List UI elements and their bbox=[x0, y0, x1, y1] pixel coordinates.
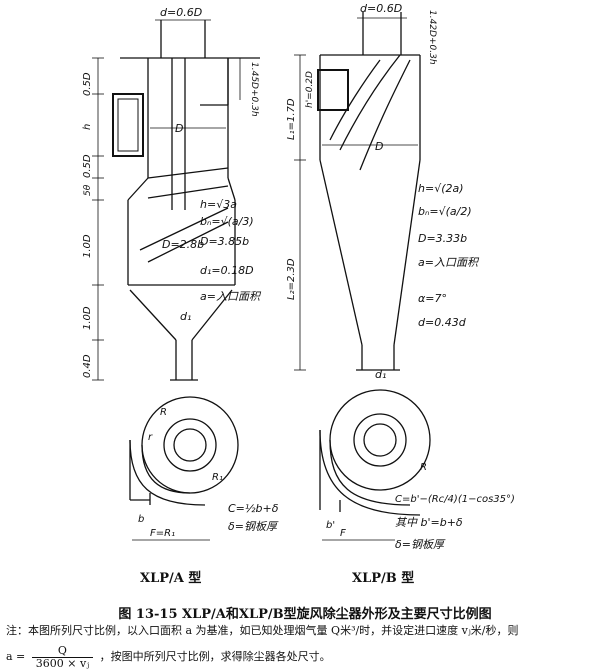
xlp-a-formula-4: a=入口面积 bbox=[200, 290, 262, 303]
formula-numerator: Q bbox=[31, 645, 94, 658]
xlp-a-plan bbox=[129, 396, 239, 541]
xlp-a-formula-1: bₙ=√(a/3) bbox=[200, 215, 254, 228]
xlp-b-d-small: d=0.43d bbox=[418, 316, 467, 329]
xlp-b-formula-0: h=√(2a) bbox=[418, 182, 464, 195]
xlp-a-plan-R: R bbox=[160, 407, 167, 418]
formula-denominator: 3600 × vⱼ bbox=[35, 656, 90, 670]
xlp-b-formula-2: D=3.33b bbox=[418, 232, 467, 245]
xlp-b-plan-formula-0: C=b'−(Rc/4)(1−cos35°) bbox=[395, 494, 515, 505]
xlp-a-dim-0: 0.5D bbox=[82, 72, 93, 96]
xlp-b-inlet-dim: 1.42D+0.3h bbox=[427, 10, 437, 65]
xlp-b-D-label: D bbox=[375, 140, 383, 153]
xlp-b-L2: L₂=2.3D bbox=[286, 258, 297, 300]
formula-lhs: a = bbox=[6, 650, 26, 664]
xlp-a-inlet-dim: 1.45D+0.3h bbox=[249, 62, 259, 117]
xlp-a-formula-0: h=√3a bbox=[200, 198, 237, 211]
xlp-b-plan-R: R bbox=[420, 462, 427, 473]
xlp-a-plan-formula-1: δ=钢板厚 bbox=[228, 520, 279, 533]
xlp-a-top-dim: d=0.6D bbox=[160, 6, 202, 19]
figure-note-line2-wrap: a = Q 3600 × vⱼ ，按图中所列尺寸比例，求得除尘器各处尺寸。 bbox=[6, 645, 606, 669]
xlp-a-plan-b: b bbox=[138, 514, 144, 525]
xlp-a-formula-2: D=3.85b bbox=[200, 235, 249, 248]
xlp-b-top-dim: d=0.6D bbox=[360, 2, 402, 15]
xlp-a-plan-r: r bbox=[148, 432, 153, 443]
xlp-a-D-label: D bbox=[175, 122, 183, 135]
xlp-b-L1: L₁=1.7D bbox=[286, 98, 297, 140]
xlp-b-h-dim: h'=0.2D bbox=[305, 71, 315, 108]
xlp-a-dim-4: 1.0D bbox=[82, 234, 93, 258]
xlp-a-plan-F: F=R₁ bbox=[150, 528, 175, 539]
xlp-b-formula-3: a=入口面积 bbox=[418, 256, 480, 269]
xlp-a-elevation bbox=[92, 19, 260, 381]
xlp-b-plan-F: F bbox=[340, 528, 346, 539]
xlp-a-dim-6: 0.4D bbox=[82, 354, 93, 378]
xlp-b-plan-b: b' bbox=[326, 520, 335, 531]
xlp-a-dim-2: 0.5D bbox=[82, 154, 93, 178]
figure-caption: 图 13-15 XLP/A和XLP/B型旋风除尘器外形及主要尺寸比例图 bbox=[118, 607, 492, 622]
xlp-b-type-label: XLP/B 型 bbox=[352, 570, 414, 586]
figure-note-line2: ，按图中所列尺寸比例，求得除尘器各处尺寸。 bbox=[99, 650, 331, 664]
xlp-a-plan-formula-0: C=½b+δ bbox=[228, 502, 279, 515]
xlp-a-d1: d₁ bbox=[180, 310, 191, 323]
xlp-b-d1: d₁ bbox=[375, 368, 386, 381]
xlp-a-dim-3: 5θ bbox=[83, 184, 93, 196]
xlp-b-plan-formula-2: δ=钢板厚 bbox=[395, 538, 446, 551]
xlp-a-D-inner: D=2.8b bbox=[162, 238, 204, 251]
xlp-a-dim-5: 1.0D bbox=[82, 306, 93, 330]
xlp-b-alpha: α=7° bbox=[418, 292, 447, 305]
figure-note-line1: 注：本图所列尺寸比例，以入口面积 a 为基准，如已知处理烟气量 Q米³/时，并设… bbox=[6, 624, 519, 637]
xlp-a-type-label: XLP/A 型 bbox=[140, 570, 201, 586]
xlp-b-plan-formula-1: 其中 b'=b+δ bbox=[395, 516, 463, 529]
xlp-a-plan-R1: R₁ bbox=[212, 472, 223, 483]
xlp-b-plan bbox=[319, 389, 431, 541]
xlp-a-formula-3: d₁=0.18D bbox=[200, 264, 254, 277]
formula-fraction: Q 3600 × vⱼ bbox=[31, 645, 94, 670]
xlp-a-dim-1: h bbox=[82, 124, 93, 130]
xlp-b-elevation bbox=[294, 12, 421, 371]
xlp-b-formula-1: bₙ=√(a/2) bbox=[418, 205, 472, 218]
